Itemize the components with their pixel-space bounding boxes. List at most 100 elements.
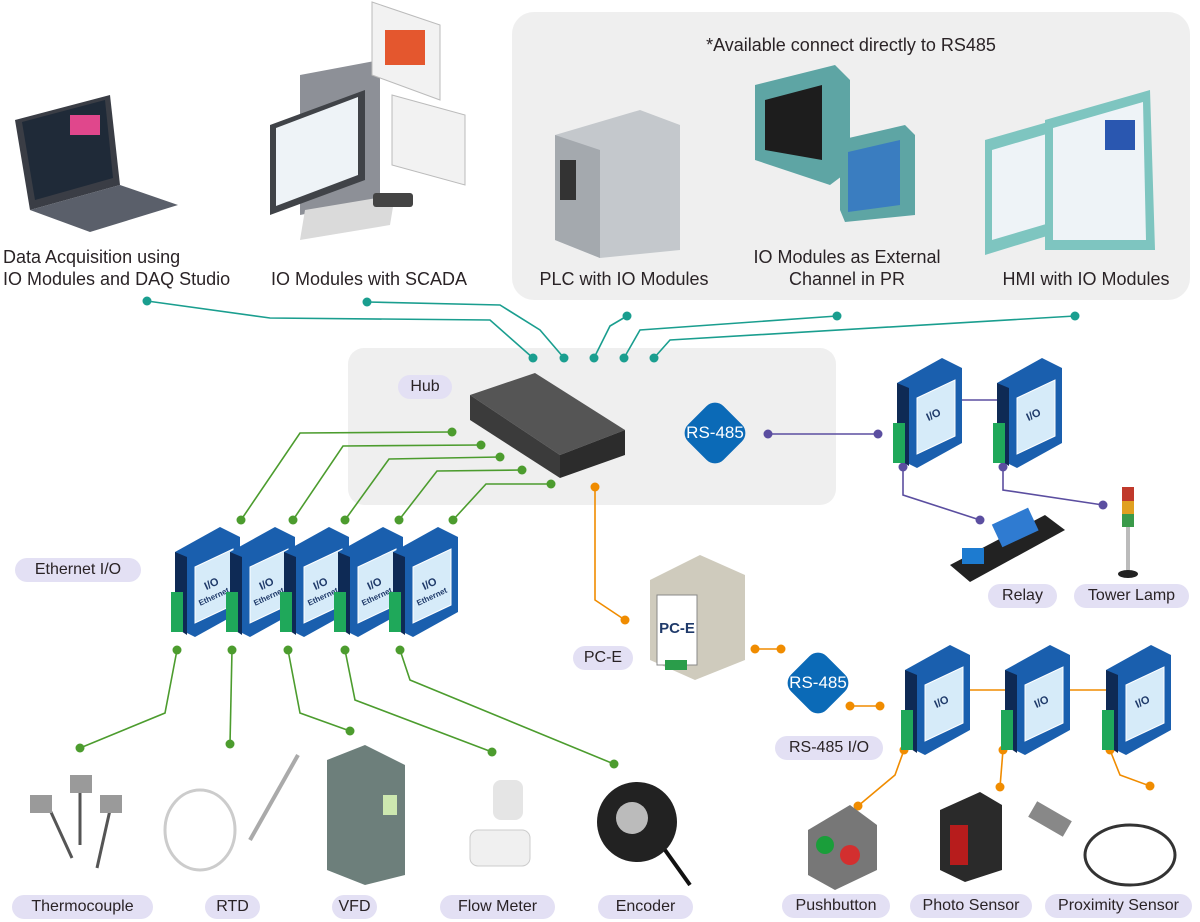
scada-lines bbox=[146, 300, 1076, 359]
connector-dot bbox=[1098, 500, 1108, 510]
connector-dot bbox=[995, 782, 1005, 792]
connector-dot bbox=[620, 615, 630, 625]
rs485-badge bbox=[684, 402, 746, 464]
connector-dot bbox=[448, 515, 458, 525]
connector-dot bbox=[227, 645, 237, 655]
rs485-io-module: I/O bbox=[993, 358, 1062, 468]
connector-dot bbox=[283, 645, 293, 655]
connector-dot bbox=[236, 515, 246, 525]
thermocouple-icon bbox=[30, 775, 122, 869]
connector-dot bbox=[763, 429, 773, 439]
connector-dot bbox=[495, 452, 505, 462]
tower-lamp-icon bbox=[1118, 487, 1138, 578]
connector-dot bbox=[225, 739, 235, 749]
connector-dot bbox=[589, 353, 599, 363]
vfd-label: VFD bbox=[332, 895, 377, 919]
connector-dot bbox=[853, 801, 863, 811]
connector-dot bbox=[546, 479, 556, 489]
relay-lines bbox=[768, 399, 1104, 521]
connector-dot bbox=[619, 353, 629, 363]
module-label: I/O bbox=[312, 576, 331, 593]
connector-dot bbox=[476, 440, 486, 450]
rs485-badge-text: RS-485 bbox=[686, 423, 744, 442]
connector-dot bbox=[487, 747, 497, 757]
rs485-io-label: RS-485 I/O bbox=[775, 736, 883, 760]
proximity-sensor-label: Proximity Sensor bbox=[1045, 894, 1192, 918]
scada-computer-icon bbox=[270, 1, 466, 240]
pushbutton-icon bbox=[808, 805, 877, 890]
encoder-label: Encoder bbox=[598, 895, 693, 919]
connector-dot bbox=[395, 645, 405, 655]
connector-dot bbox=[875, 701, 885, 711]
connector-dot bbox=[288, 515, 298, 525]
rs485-io-module: I/O bbox=[893, 358, 962, 468]
module-label: I/O bbox=[925, 407, 944, 424]
plc-icon bbox=[555, 110, 680, 258]
hmi-label: HMI with IO Modules bbox=[1002, 269, 1170, 289]
rs485-badge-pce-text: RS-485 bbox=[789, 673, 847, 692]
connector-dot bbox=[394, 515, 404, 525]
module-label: I/O bbox=[1134, 694, 1153, 711]
laptop-icon bbox=[15, 95, 178, 232]
connector-dot bbox=[1070, 311, 1080, 321]
connector-dot bbox=[142, 296, 152, 306]
pr-label-line2: Channel in PR bbox=[788, 269, 906, 289]
tower-lamp-label: Tower Lamp bbox=[1074, 584, 1189, 608]
connector-dot bbox=[172, 645, 182, 655]
module-label: I/O bbox=[1025, 407, 1044, 424]
pr-label-line1: IO Modules as External bbox=[753, 247, 941, 267]
pc-e-label: PC-E bbox=[573, 646, 633, 670]
connector-dot bbox=[998, 462, 1008, 472]
connector-dot bbox=[975, 515, 985, 525]
module-label: I/O bbox=[1033, 694, 1052, 711]
flow-meter-icon bbox=[469, 780, 531, 867]
module-label: I/O bbox=[258, 576, 277, 593]
connector-dot bbox=[750, 644, 760, 654]
photo-sensor-icon bbox=[940, 792, 1002, 882]
connector-dot bbox=[362, 297, 372, 307]
module-label: I/O bbox=[203, 576, 222, 593]
ethernet-io-label: Ethernet I/O bbox=[15, 558, 141, 582]
module-label: I/O bbox=[366, 576, 385, 593]
connector-dot bbox=[340, 645, 350, 655]
rtd-label: RTD bbox=[205, 895, 260, 919]
connector-dot bbox=[590, 482, 600, 492]
proximity-sensor-icon bbox=[1028, 801, 1177, 887]
pr-label: IO Modules as External Channel in PR bbox=[727, 246, 967, 290]
flow-meter-label: Flow Meter bbox=[440, 895, 555, 919]
connector-dot bbox=[832, 311, 842, 321]
daq-label-line1: Data Acquisition using bbox=[3, 247, 181, 267]
rs485-badge-pce bbox=[787, 652, 849, 714]
rs485-io-module: I/O bbox=[1102, 645, 1171, 755]
connector-dot bbox=[776, 644, 786, 654]
module-label: I/O bbox=[933, 694, 952, 711]
hub-label: Hub bbox=[398, 375, 452, 399]
relay-label: Relay bbox=[988, 584, 1057, 608]
rs485-io-module: I/O bbox=[1001, 645, 1070, 755]
vfd-icon bbox=[327, 745, 405, 885]
connector-dot bbox=[559, 353, 569, 363]
encoder-icon bbox=[597, 782, 692, 887]
connector-dot bbox=[75, 743, 85, 753]
connector-dot bbox=[1145, 781, 1155, 791]
scada-label: IO Modules with SCADA bbox=[271, 269, 468, 289]
connector-dot bbox=[447, 427, 457, 437]
pushbutton-label: Pushbutton bbox=[782, 894, 890, 918]
rtd-icon bbox=[163, 754, 300, 872]
connector-dot bbox=[345, 726, 355, 736]
connector-dot bbox=[609, 759, 619, 769]
connector-dot bbox=[517, 465, 527, 475]
connector-dot bbox=[622, 311, 632, 321]
pc-e-device-text: PC-E bbox=[659, 620, 695, 637]
daq-label-line2: IO Modules and DAQ Studio bbox=[3, 269, 231, 289]
connector-dot bbox=[340, 515, 350, 525]
rs485-io-module: I/O bbox=[901, 645, 970, 755]
plc-label: PLC with IO Modules bbox=[539, 269, 709, 289]
connector-dot bbox=[873, 429, 883, 439]
